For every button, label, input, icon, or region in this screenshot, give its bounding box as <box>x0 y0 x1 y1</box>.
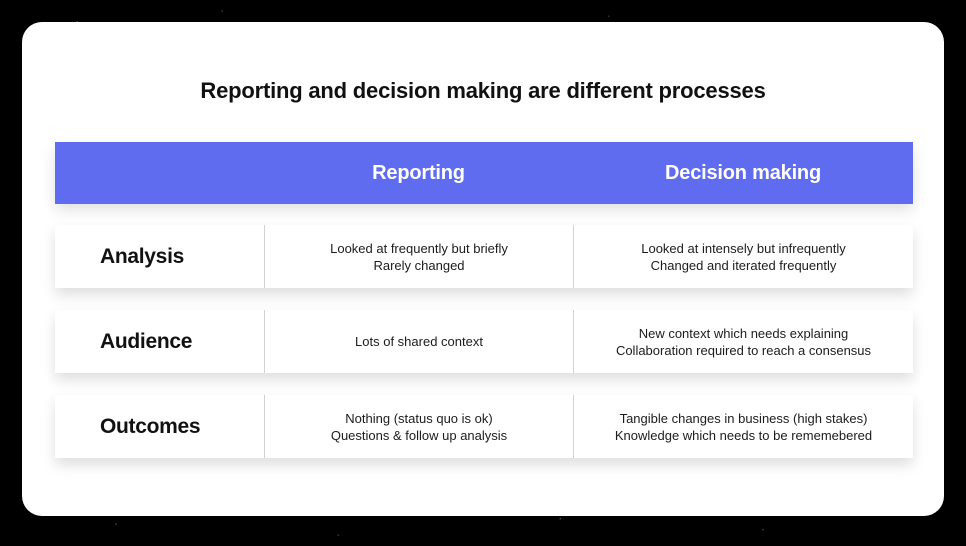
slide-canvas: Reporting and decision making are differ… <box>22 22 944 516</box>
cell-line: Knowledge which needs to be rememebered <box>614 427 873 443</box>
cell-line: Lots of shared context <box>355 334 483 349</box>
cell-line: Looked at intensely but infrequently <box>641 240 846 256</box>
column-header-reporting: Reporting <box>372 161 465 184</box>
cell-line: Questions & follow up analysis <box>330 427 508 443</box>
cell-line: New context which needs explaining <box>638 325 849 341</box>
cell-line: Changed and iterated frequently <box>650 257 837 273</box>
cell-line: Rarely changed <box>373 257 465 273</box>
cell-audience-reporting: Lots of shared context <box>264 310 573 373</box>
table-row: Audience Lots of shared context New cont… <box>55 310 913 373</box>
cell-analysis-reporting: Looked at frequently but briefly Rarely … <box>264 225 573 288</box>
cell-line: Tangible changes in business (high stake… <box>619 410 868 426</box>
table-header-row: Reporting Decision making <box>55 142 913 204</box>
cell-outcomes-decision-making: Tangible changes in business (high stake… <box>573 395 913 458</box>
cell-outcomes-reporting: Nothing (status quo is ok) Questions & f… <box>264 395 573 458</box>
row-label-outcomes: Outcomes <box>100 414 201 438</box>
cell-line: Looked at frequently but briefly <box>330 240 508 256</box>
row-label-audience: Audience <box>100 329 193 353</box>
table-row: Analysis Looked at frequently but briefl… <box>55 225 913 288</box>
row-label-analysis: Analysis <box>100 244 184 268</box>
cell-audience-decision-making: New context which needs explaining Colla… <box>573 310 913 373</box>
cell-analysis-decision-making: Looked at intensely but infrequently Cha… <box>573 225 913 288</box>
cell-line: Collaboration required to reach a consen… <box>615 342 872 358</box>
page-title: Reporting and decision making are differ… <box>200 78 766 103</box>
column-header-decision-making: Decision making <box>665 161 821 184</box>
cell-line: Nothing (status quo is ok) <box>345 410 493 426</box>
table-row: Outcomes Nothing (status quo is ok) Ques… <box>55 395 913 458</box>
